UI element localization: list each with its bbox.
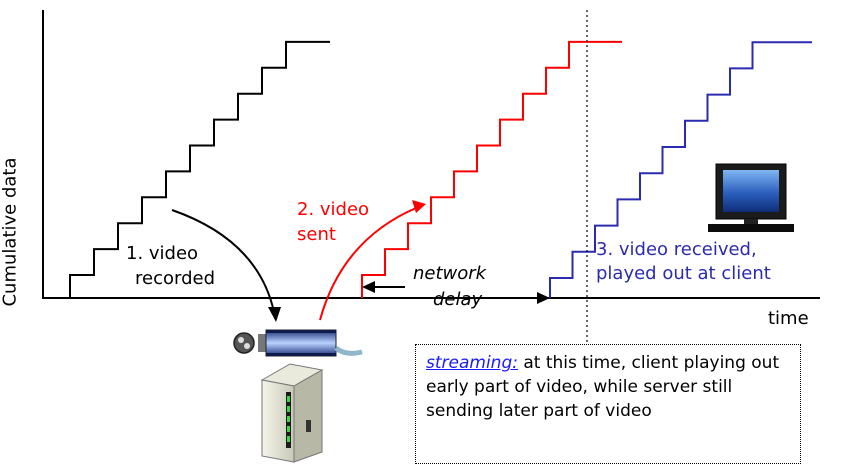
x-axis-label: time <box>768 308 809 329</box>
y-axis-label-text: Cumulative data <box>0 157 21 307</box>
received-staircase <box>549 41 812 298</box>
stage1-label-line2: recorded <box>135 268 215 289</box>
sent-staircase <box>361 40 622 298</box>
record-arrow <box>171 209 281 322</box>
film-reel-icon <box>233 329 363 357</box>
send-arrow <box>319 200 426 321</box>
video-server-icon <box>260 363 324 463</box>
recorded-staircase <box>69 40 330 298</box>
stage3-label-line2: played out at client <box>596 263 771 284</box>
stage3-label-line1: 3. video received, <box>596 239 757 260</box>
monitor-icon <box>708 163 794 232</box>
network-delay-label-line1: network <box>413 263 487 284</box>
network-delay-arrow <box>362 281 550 304</box>
stage2-label-line2: sent <box>297 224 336 245</box>
network-delay-label-line2: delay <box>433 289 483 310</box>
stage2-label-line1: 2. video <box>297 199 370 220</box>
streaming-callout: streaming: at this time, client playing … <box>415 344 801 464</box>
stage1-label-line1: 1. video <box>126 243 199 264</box>
callout-highlight: streaming: <box>426 353 518 373</box>
callout-text: at this time, client playing out early p… <box>426 353 780 421</box>
